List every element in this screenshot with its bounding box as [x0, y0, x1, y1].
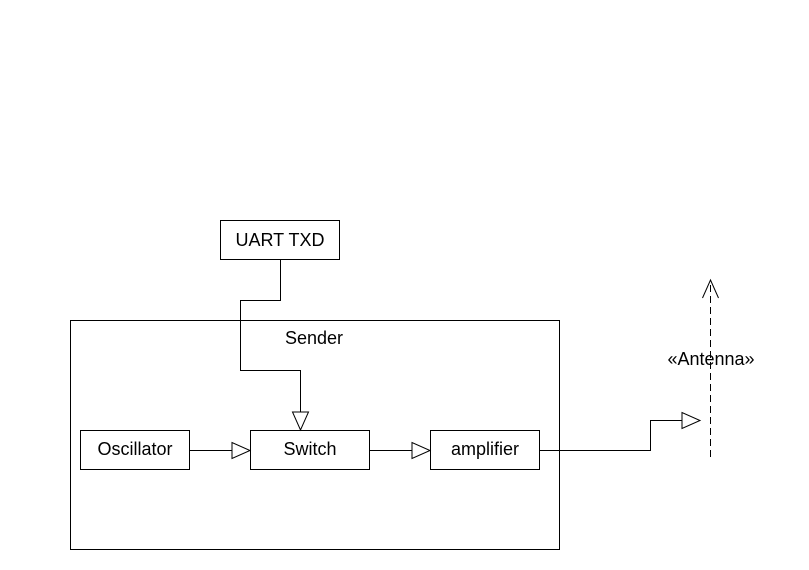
oscillator-box — [80, 430, 190, 470]
amplifier-label: amplifier — [451, 439, 519, 459]
arrowhead-switch-to-amplifier — [411, 441, 432, 460]
arrowhead-amplifier-to-antenna — [681, 411, 702, 430]
uart-txd-label: UART TXD — [235, 230, 324, 250]
connector-uart-to-switch — [240, 260, 301, 412]
connector-amplifier-to-antenna — [540, 420, 682, 451]
arrowhead-uart-to-switch — [291, 411, 310, 432]
sender-label: Sender — [285, 328, 343, 348]
sender-container — [70, 320, 560, 550]
antenna-label: «Antenna» — [667, 349, 754, 369]
uart-txd-box — [220, 220, 340, 260]
switch-label: Switch — [283, 439, 336, 459]
antenna-arrowhead — [702, 278, 719, 299]
oscillator-label: Oscillator — [97, 439, 172, 459]
switch-box — [250, 430, 370, 470]
amplifier-box — [430, 430, 540, 470]
arrowhead-oscillator-to-switch — [231, 441, 252, 460]
